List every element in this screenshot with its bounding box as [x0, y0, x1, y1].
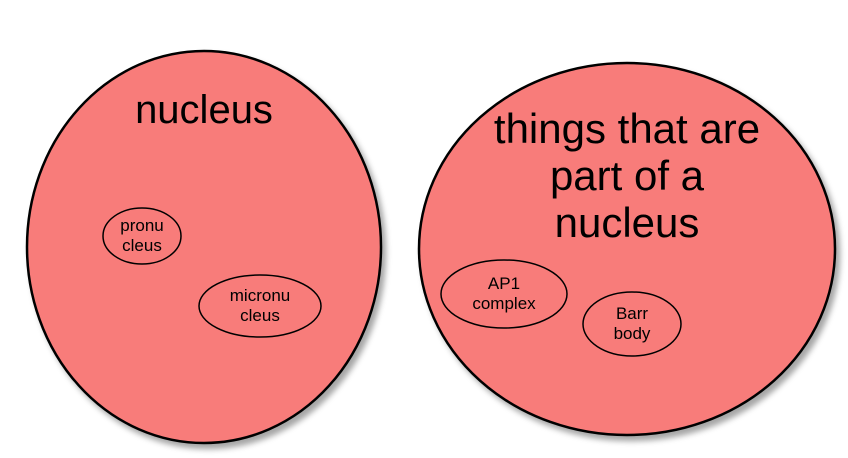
set-title-line: things that are: [493, 105, 761, 152]
set-ellipse-nucleus: [25, 49, 383, 445]
member-label-barr-body: Barr body: [584, 304, 680, 344]
member-label-pronucleus: pronu cleus: [103, 216, 181, 256]
set-title-line: nucleus: [554, 199, 700, 246]
member-label-line: complex: [472, 294, 536, 313]
member-label-line: cleus: [240, 306, 280, 325]
set-title-nucleus: nucleus: [94, 88, 314, 132]
member-label-ap1-complex: AP1 complex: [444, 274, 564, 314]
member-label-line: Barr: [615, 304, 649, 323]
member-label-line: cleus: [122, 236, 162, 255]
member-ellipse-micronucleus: [198, 274, 322, 338]
set-title-line: nucleus: [135, 88, 273, 132]
set-ellipse-nucleus-parts: [417, 61, 837, 437]
set-title-line: part of a: [549, 152, 705, 199]
member-ellipse-barr-body: [582, 291, 682, 357]
member-ellipse-ap1-complex: [440, 259, 568, 329]
member-ellipse-pronucleus: [102, 207, 182, 265]
member-label-line: body: [613, 324, 651, 343]
member-label-micronucleus: micronu cleus: [200, 286, 320, 326]
set-title-nucleus-parts: things that are part of a nucleus: [447, 105, 807, 246]
member-label-line: micronu: [229, 286, 291, 305]
member-label-line: pronu: [120, 216, 164, 235]
member-label-line: AP1: [487, 274, 521, 293]
